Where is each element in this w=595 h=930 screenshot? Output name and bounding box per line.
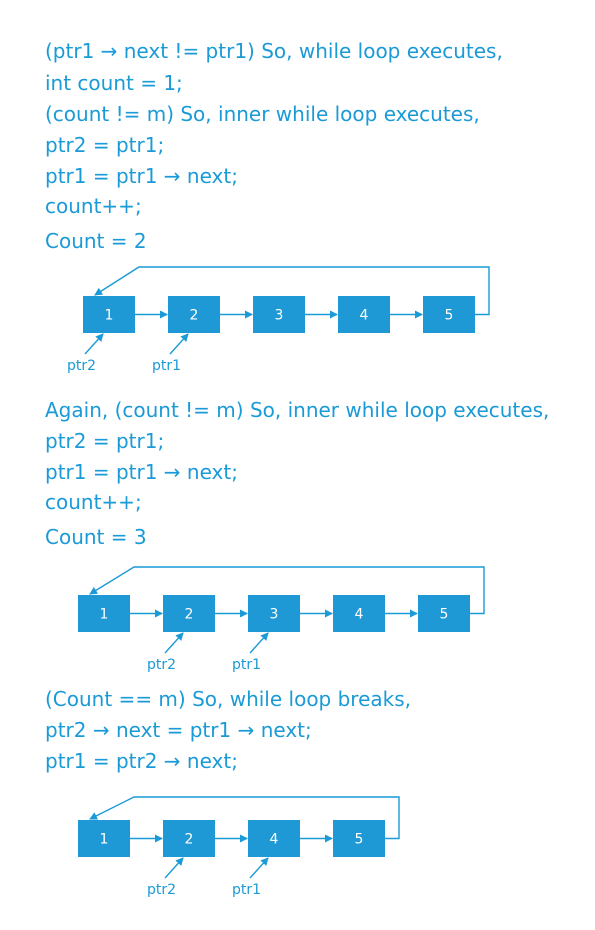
node-value: 1 [100, 607, 109, 623]
pointer-arrow [249, 857, 269, 879]
pointer-arrow [164, 632, 184, 654]
circular-link-arrow [89, 796, 400, 840]
node-value: 3 [275, 308, 284, 324]
linked-list-diagram-1: 1 2 3 4 5 ptr2 ptr1 [67, 266, 490, 374]
list-node [338, 296, 390, 333]
node-value: 1 [105, 308, 114, 324]
node-value: 5 [445, 308, 454, 324]
list-node [333, 820, 385, 857]
section-3-text: (Count == m) So, while loop breaks, ptr2… [45, 687, 411, 773]
count-label: Count = 2 [45, 229, 147, 253]
list-node [333, 595, 385, 632]
linked-list-diagram-3: 1 2 4 5 ptr2 ptr1 [78, 796, 400, 898]
count-label: Count = 3 [45, 525, 147, 549]
code-line: (ptr1 → next != ptr1) So, while loop exe… [45, 39, 503, 63]
code-line: ptr2 → next = ptr1 → next; [45, 718, 312, 742]
circular-link-arrow [89, 566, 485, 615]
node-value: 4 [355, 607, 364, 623]
pointer-arrow [169, 333, 189, 355]
list-node [83, 296, 135, 333]
code-line: ptr1 = ptr1 → next; [45, 460, 238, 484]
circular-link-arrow [94, 266, 490, 316]
code-line: (count != m) So, inner while loop execut… [45, 102, 480, 126]
pointer-label: ptr1 [232, 882, 261, 898]
code-line: int count = 1; [45, 71, 183, 95]
node-value: 4 [360, 308, 369, 324]
code-line: ptr1 = ptr1 → next; [45, 164, 238, 188]
pointer-arrow [84, 333, 104, 355]
node-value: 2 [190, 308, 199, 324]
node-value: 5 [440, 607, 449, 623]
pointer-label: ptr1 [232, 657, 261, 673]
list-node [248, 595, 300, 632]
pointer-label: ptr2 [147, 882, 176, 898]
node-value: 2 [185, 607, 194, 623]
section-2-text: Again, (count != m) So, inner while loop… [45, 398, 549, 549]
code-line: Again, (count != m) So, inner while loop… [45, 398, 549, 422]
code-line: count++; [45, 194, 142, 218]
linked-list-diagram-2: 1 2 3 4 5 ptr2 ptr1 [78, 566, 485, 673]
list-node [423, 296, 475, 333]
node-value: 4 [270, 832, 279, 848]
pointer-label: ptr2 [147, 657, 176, 673]
pointer-arrow [164, 857, 184, 879]
pointer-label: ptr1 [152, 358, 181, 374]
node-value: 3 [270, 607, 279, 623]
list-node [253, 296, 305, 333]
pointer-label: ptr2 [67, 358, 96, 374]
code-line: ptr2 = ptr1; [45, 429, 164, 453]
list-node [163, 820, 215, 857]
list-node [168, 296, 220, 333]
node-value: 5 [355, 832, 364, 848]
list-node [248, 820, 300, 857]
section-1-text: (ptr1 → next != ptr1) So, while loop exe… [45, 39, 503, 253]
pointer-arrow [249, 632, 269, 654]
list-node [78, 595, 130, 632]
list-node [418, 595, 470, 632]
list-node [78, 820, 130, 857]
code-line: count++; [45, 490, 142, 514]
node-value: 1 [100, 832, 109, 848]
code-line: ptr2 = ptr1; [45, 133, 164, 157]
code-line: ptr1 = ptr2 → next; [45, 749, 238, 773]
code-line: (Count == m) So, while loop breaks, [45, 687, 411, 711]
list-node [163, 595, 215, 632]
node-value: 2 [185, 832, 194, 848]
